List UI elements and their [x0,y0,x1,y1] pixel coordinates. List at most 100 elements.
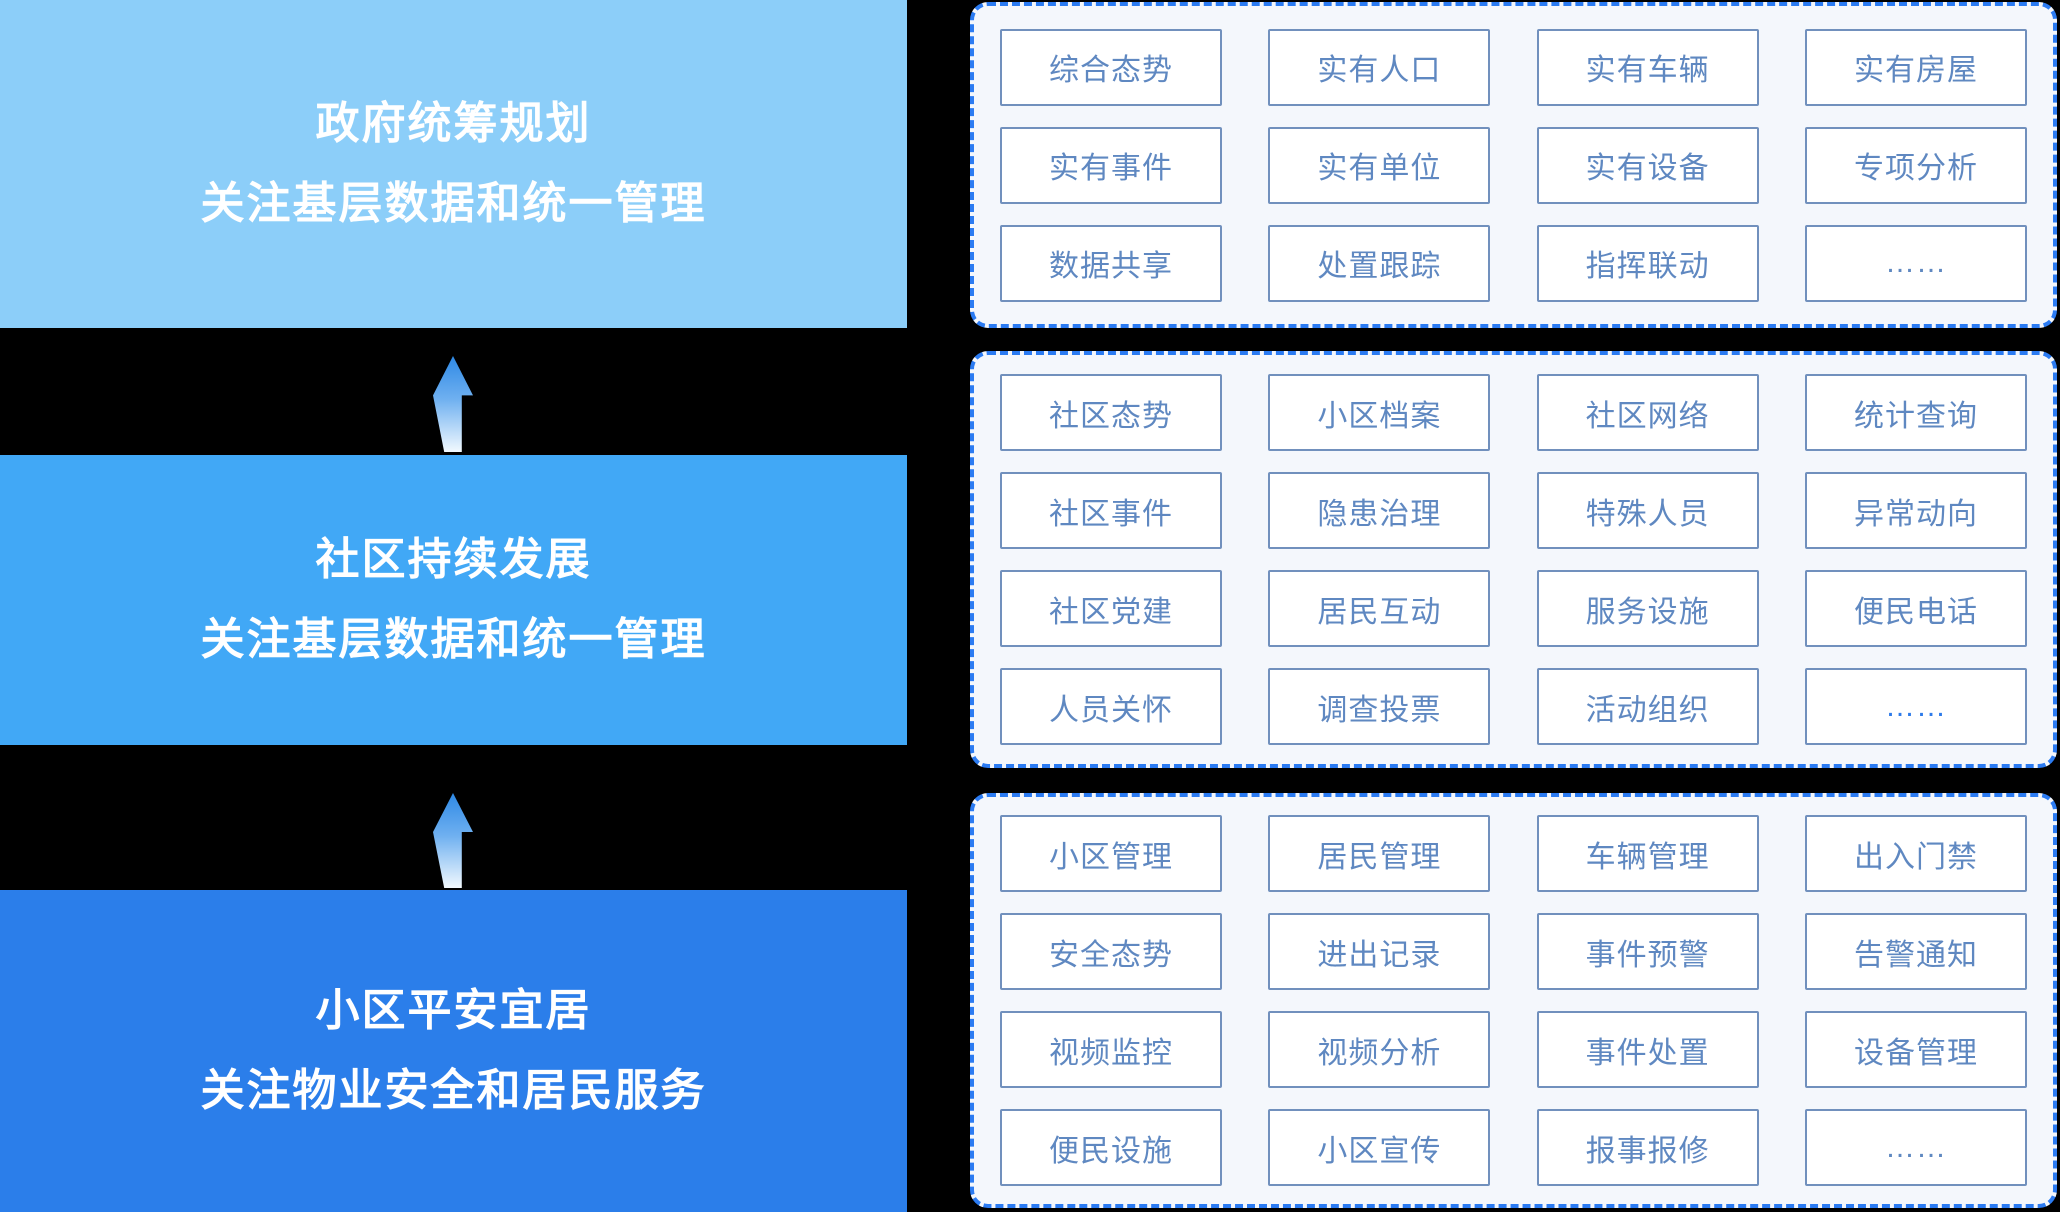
function-chip-label: 便民电话 [1853,595,1978,629]
function-chip-label: 指挥联动 [1585,250,1710,283]
function-chip: 调查投票 [1268,668,1491,745]
function-chip: 居民管理 [1268,815,1491,892]
function-chip-label: 安全态势 [1049,938,1173,972]
function-chip-label: 社区态势 [1049,399,1173,433]
panel-community-functions: 社区态势 小区档案 社区网络 统计查询 社区事件 隐患治理 特殊人员 异常动向 … [970,351,2057,768]
function-chip-label: 实有事件 [1049,152,1173,185]
function-chip: 实有车辆 [1536,28,1759,106]
function-chip: 事件处置 [1536,1011,1759,1088]
function-chip-label: …… [1884,689,1947,723]
function-chip-label: 实有人口 [1317,54,1442,87]
function-chip: 综合态势 [1000,28,1222,106]
function-chip-label: 人员关怀 [1049,693,1173,727]
function-chip-label: 居民管理 [1317,840,1442,874]
function-chip: 特殊人员 [1536,472,1759,549]
function-chip-label: 事件预警 [1585,938,1710,972]
function-chip: 事件预警 [1536,913,1759,990]
level-title-line2: 关注基层数据和统一管理 [200,179,707,228]
function-chip-label: 视频分析 [1317,1036,1442,1070]
function-chip-label: 车辆管理 [1585,840,1710,874]
function-chip: 视频监控 [1000,1011,1222,1088]
function-chip-label: 实有单位 [1317,152,1442,185]
function-chip: 进出记录 [1268,913,1491,990]
level-title-line2: 关注物业安全和居民服务 [200,1066,707,1115]
function-chip-label: 社区事件 [1049,497,1173,531]
function-chip: 专项分析 [1804,126,2027,204]
function-chip-label: 告警通知 [1853,938,1978,972]
function-chip-label: …… [1884,1130,1947,1164]
function-chip-label: …… [1884,246,1947,279]
function-chip: 安全态势 [1000,913,1222,990]
level-title-line1: 小区平安宜居 [315,986,592,1035]
function-chip-label: 隐患治理 [1317,497,1442,531]
function-chip: …… [1804,1109,2027,1186]
function-chip-label: 数据共享 [1049,250,1173,283]
function-chip: 报事报修 [1536,1109,1759,1186]
function-chip-label: 小区管理 [1049,840,1173,874]
function-chip: 实有单位 [1268,126,1491,204]
level-title-line1: 社区持续发展 [315,535,592,584]
function-chip-label: 实有设备 [1585,152,1710,185]
function-chip: 服务设施 [1536,570,1759,647]
function-chip: 小区宣传 [1268,1109,1491,1186]
function-chip: 社区态势 [1000,374,1222,451]
level-title-line2: 关注基层数据和统一管理 [200,615,707,664]
function-chip-label: 小区档案 [1317,399,1442,433]
up-arrow-icon [433,793,473,888]
function-chip-label: 处置跟踪 [1317,250,1442,283]
function-chip: 人员关怀 [1000,668,1222,745]
level-title-line1: 政府统筹规划 [315,99,592,148]
function-chip-label: 小区宣传 [1317,1134,1442,1168]
function-chip: 实有事件 [1000,126,1222,204]
function-chip: 居民互动 [1268,570,1491,647]
function-chip: 小区管理 [1000,815,1222,892]
panel-government-functions: 综合态势 实有人口 实有车辆 实有房屋 实有事件 实有单位 实有设备 专项分析 … [970,2,2057,328]
function-chip: 实有人口 [1268,28,1491,106]
function-chip-label: 综合态势 [1049,54,1173,87]
function-chip: 视频分析 [1268,1011,1491,1088]
function-chip: 便民设施 [1000,1109,1222,1186]
function-chip: 小区档案 [1268,374,1491,451]
function-chip-label: 实有车辆 [1585,54,1710,87]
function-chip-label: 调查投票 [1317,693,1442,727]
function-chip-label: 活动组织 [1585,693,1710,727]
function-chip-label: 统计查询 [1853,399,1978,433]
function-chip-label: 专项分析 [1853,152,1978,185]
function-chip: 社区党建 [1000,570,1222,647]
function-chip-label: 社区网络 [1585,399,1710,433]
panel-estate-functions: 小区管理 居民管理 车辆管理 出入门禁 安全态势 进出记录 事件预警 告警通知 … [970,793,2057,1208]
function-chip: 社区事件 [1000,472,1222,549]
function-chip: 活动组织 [1536,668,1759,745]
function-chip: 出入门禁 [1804,815,2027,892]
function-chip: 便民电话 [1804,570,2027,647]
function-chip: 处置跟踪 [1268,224,1491,302]
function-chip: …… [1804,224,2027,302]
function-chip: …… [1804,668,2027,745]
function-chip-label: 视频监控 [1049,1036,1173,1070]
function-chip: 告警通知 [1804,913,2027,990]
function-chip-label: 居民互动 [1317,595,1442,629]
up-arrow-icon [433,356,473,452]
function-chip-label: 服务设施 [1585,595,1710,629]
function-chip-label: 实有房屋 [1853,54,1978,87]
level-box-community: 社区持续发展 关注基层数据和统一管理 [0,455,907,745]
function-chip: 设备管理 [1804,1011,2027,1088]
function-chip-label: 出入门禁 [1853,840,1978,874]
function-chip-label: 事件处置 [1585,1036,1710,1070]
function-chip-label: 社区党建 [1049,595,1173,629]
function-chip: 统计查询 [1804,374,2027,451]
function-chip-label: 异常动向 [1853,497,1978,531]
function-chip: 实有房屋 [1804,28,2027,106]
function-chip: 指挥联动 [1536,224,1759,302]
function-chip-label: 报事报修 [1585,1134,1710,1168]
level-box-government: 政府统筹规划 关注基层数据和统一管理 [0,0,907,328]
level-box-estate: 小区平安宜居 关注物业安全和居民服务 [0,890,907,1212]
function-chip: 异常动向 [1804,472,2027,549]
function-chip: 隐患治理 [1268,472,1491,549]
function-chip-label: 设备管理 [1853,1036,1978,1070]
function-chip: 数据共享 [1000,224,1222,302]
function-chip: 车辆管理 [1536,815,1759,892]
function-chip: 社区网络 [1536,374,1759,451]
function-chip-label: 进出记录 [1317,938,1442,972]
function-chip-label: 特殊人员 [1585,497,1710,531]
